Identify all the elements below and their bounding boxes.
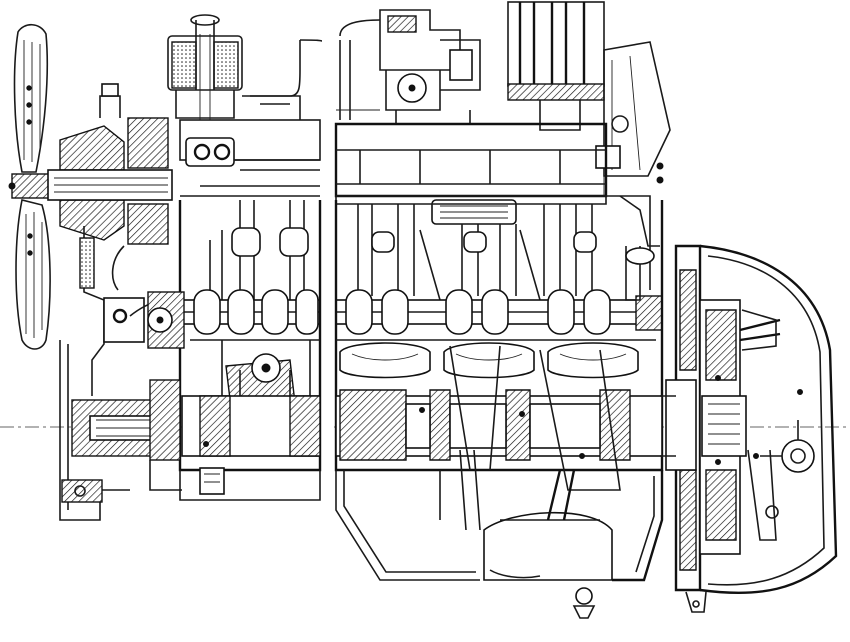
oil-pump	[439, 449, 613, 619]
distributor	[595, 41, 671, 184]
air-filter	[507, 1, 605, 131]
front-cover	[59, 226, 183, 521]
valve-train	[357, 204, 597, 301]
timing-gears	[147, 291, 185, 491]
pistons	[339, 342, 639, 379]
flywheel	[660, 244, 702, 592]
pipes	[111, 40, 660, 301]
sheet-break	[322, 0, 334, 642]
carburetor	[339, 9, 481, 125]
valve-cover	[334, 122, 651, 290]
camshaft	[181, 289, 663, 335]
cylinder-head-left	[179, 39, 331, 300]
crankshaft	[181, 345, 663, 491]
oil-filter	[167, 14, 243, 120]
oil-pan-front	[179, 467, 321, 501]
water-pump	[47, 83, 173, 245]
bell-housing	[685, 244, 838, 613]
oil-pan	[612, 470, 664, 582]
clutch	[699, 299, 781, 555]
